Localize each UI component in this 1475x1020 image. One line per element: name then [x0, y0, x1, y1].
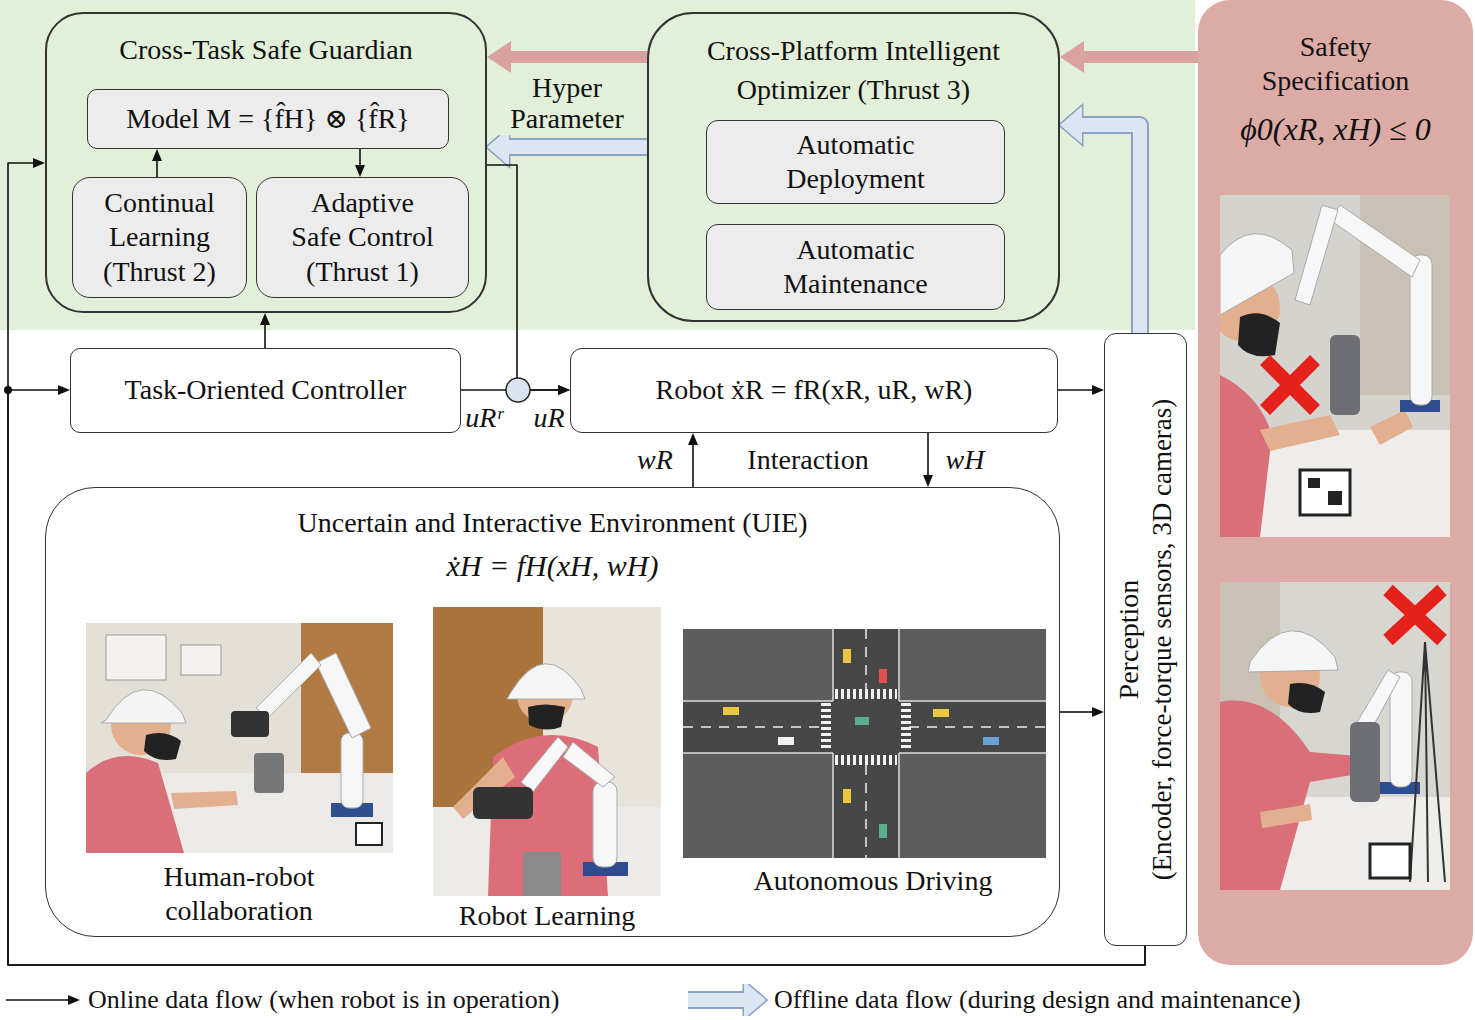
photo-collaboration [86, 623, 393, 853]
model-box: Model M = {f̂H} ⊗ {f̂R} [87, 89, 449, 149]
node-title: Model M = {f̂H} ⊗ {f̂R} [126, 102, 410, 136]
node-text: Autonomous Driving [754, 864, 993, 898]
node-text: ẋH = fH(xH, wH) [447, 548, 659, 585]
photo-robot-learning [433, 607, 661, 896]
signal-label: uR [531, 401, 566, 435]
photo-unsafe-reach [1220, 582, 1450, 890]
online-flow-arrow [923, 433, 933, 487]
environment-box: Uncertain and Interactive Environment (U… [45, 487, 1060, 937]
online-flow-arrow [152, 149, 162, 177]
online-flow-arrow [688, 433, 698, 487]
online-flow-arrow [1058, 385, 1104, 395]
online-flow-arrow [8, 385, 1145, 965]
node-text: ϕ0(xR, xH) ≤ 0 [1240, 110, 1431, 149]
rotated-text-frame: Perception(Encoder, force-torque sensors… [1105, 334, 1186, 945]
online-flow-arrow [260, 313, 270, 348]
node-title: Uncertain and Interactive Environment (U… [297, 506, 807, 540]
signal-label: uRʳ [463, 401, 504, 435]
guardian-module: Cross-Task Safe GuardianModel M = {f̂H} … [45, 12, 487, 313]
offline-flow-arrow [1060, 106, 1140, 333]
node-title: Automatic Maintenance [756, 233, 956, 301]
controller-box: Task-Oriented Controller [70, 348, 461, 433]
legend-text: Offline data flow (during design and mai… [774, 985, 1301, 1015]
interaction-label: Interaction [745, 443, 870, 477]
thrust-box: Adaptive Safe Control (Thrust 1) [256, 177, 469, 298]
specification-arrow [1060, 41, 1198, 73]
node-text: Human-robot collaboration [109, 860, 369, 928]
edge-label: wR [635, 443, 675, 477]
online-flow-arrow [355, 149, 365, 177]
node-title: Cross-Platform Intelligent Optimizer (Th… [664, 31, 1044, 109]
function-box: Automatic Maintenance [706, 224, 1005, 310]
optimizer-module: Cross-Platform Intelligent Optimizer (Th… [647, 12, 1060, 322]
node-text: Robot Learning [459, 899, 636, 933]
node-title: Cross-Task Safe Guardian [119, 33, 413, 67]
legend-sample [4, 986, 84, 1014]
node-title: Adaptive Safe Control (Thrust 1) [288, 186, 438, 288]
photo-unsafe-contact [1220, 195, 1450, 537]
safety-panel: Safety Specification ϕ0(xR, xH) ≤ 0 [1198, 0, 1473, 965]
design-region [0, 0, 1195, 330]
perception-box: Perception(Encoder, force-torque sensors… [1104, 333, 1187, 946]
edge-label: Hyper Parameter [490, 73, 644, 135]
photo-driving [683, 629, 1046, 858]
function-box: Automatic Deployment [706, 120, 1005, 204]
legend-text: Online data flow (when robot is in opera… [88, 985, 560, 1015]
robot-box: Robot ẋR = fR(xR, uR, wR) [570, 348, 1058, 433]
node-text: (Encoder, force-torque sensors, 3D camer… [1146, 399, 1180, 881]
node-title: Perception [1111, 580, 1146, 700]
online-flow-arrow [487, 165, 570, 395]
branch-dot [4, 386, 12, 394]
node-title: Task-Oriented Controller [125, 373, 407, 407]
node-title: Robot ẋR = fR(xR, uR, wR) [656, 373, 973, 407]
node-title: Automatic Deployment [756, 128, 956, 196]
thrust-box: Continual Learning (Thrust 2) [72, 177, 247, 298]
node-title: Continual Learning (Thrust 2) [85, 186, 235, 288]
edge-label: wH [944, 443, 987, 477]
node-title: Safety Specification [1236, 30, 1436, 98]
specification-arrow [487, 41, 647, 73]
online-flow-arrow [8, 158, 1145, 965]
online-flow-arrow [1060, 707, 1104, 717]
summing-junction [506, 378, 530, 402]
legend-sample [686, 984, 770, 1016]
